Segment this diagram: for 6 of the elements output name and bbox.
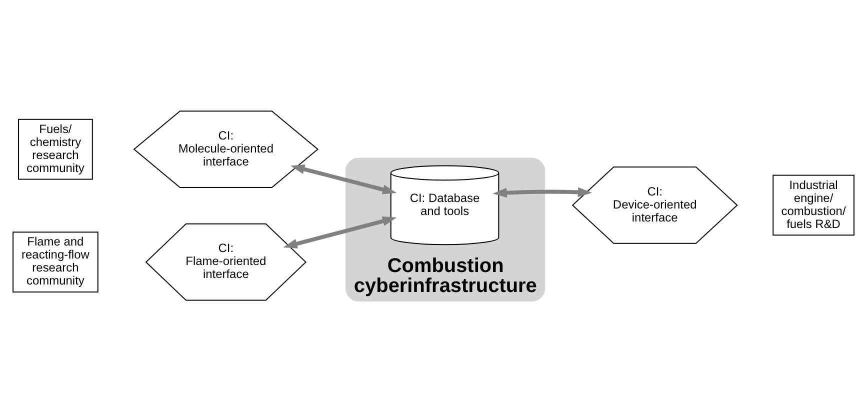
node-box: Fuels/ chemistry research community (18, 118, 93, 180)
arrow (492, 186, 592, 198)
node-box: Flame and reacting-flow research community (12, 231, 98, 292)
node-box: Industrial engine/ combustion/ fuels R&D (772, 174, 854, 236)
arrow (283, 216, 397, 248)
arrow (290, 164, 397, 194)
